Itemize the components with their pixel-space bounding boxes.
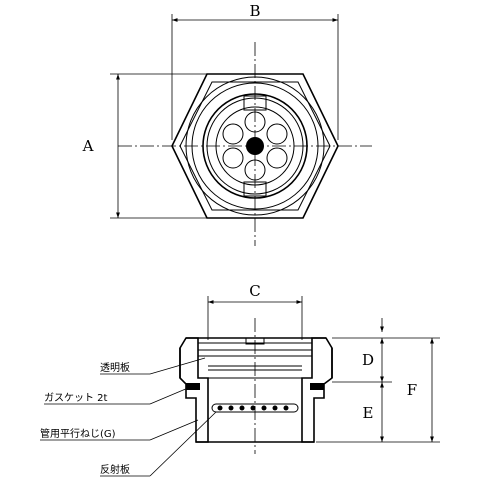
gasket-left bbox=[186, 383, 200, 390]
dimension-a-label: A bbox=[82, 137, 94, 155]
dimension-a: A bbox=[82, 73, 207, 219]
dimension-b-label: B bbox=[249, 2, 260, 20]
dimension-e-label: E bbox=[363, 404, 374, 422]
dimension-d-label: D bbox=[362, 351, 374, 369]
dimension-c: C bbox=[207, 282, 303, 340]
gasket-right bbox=[310, 383, 324, 390]
dimension-b: B bbox=[171, 2, 339, 140]
dimension-c-label: C bbox=[249, 282, 260, 300]
label-window: 透明板 bbox=[100, 361, 130, 374]
section-view bbox=[179, 318, 333, 454]
part-callouts: 透明板 ガスケット 2t 管用平行ねじ(G) 反射板 bbox=[40, 357, 217, 477]
label-thread: 管用平行ねじ(G) bbox=[40, 427, 116, 440]
reflector-dots bbox=[217, 405, 289, 411]
label-reflector: 反射板 bbox=[100, 463, 130, 476]
dimension-f-label: F bbox=[407, 381, 417, 399]
label-gasket: ガスケット 2t bbox=[44, 392, 108, 404]
top-view bbox=[118, 42, 372, 246]
dimension-def: D E F bbox=[316, 318, 440, 443]
